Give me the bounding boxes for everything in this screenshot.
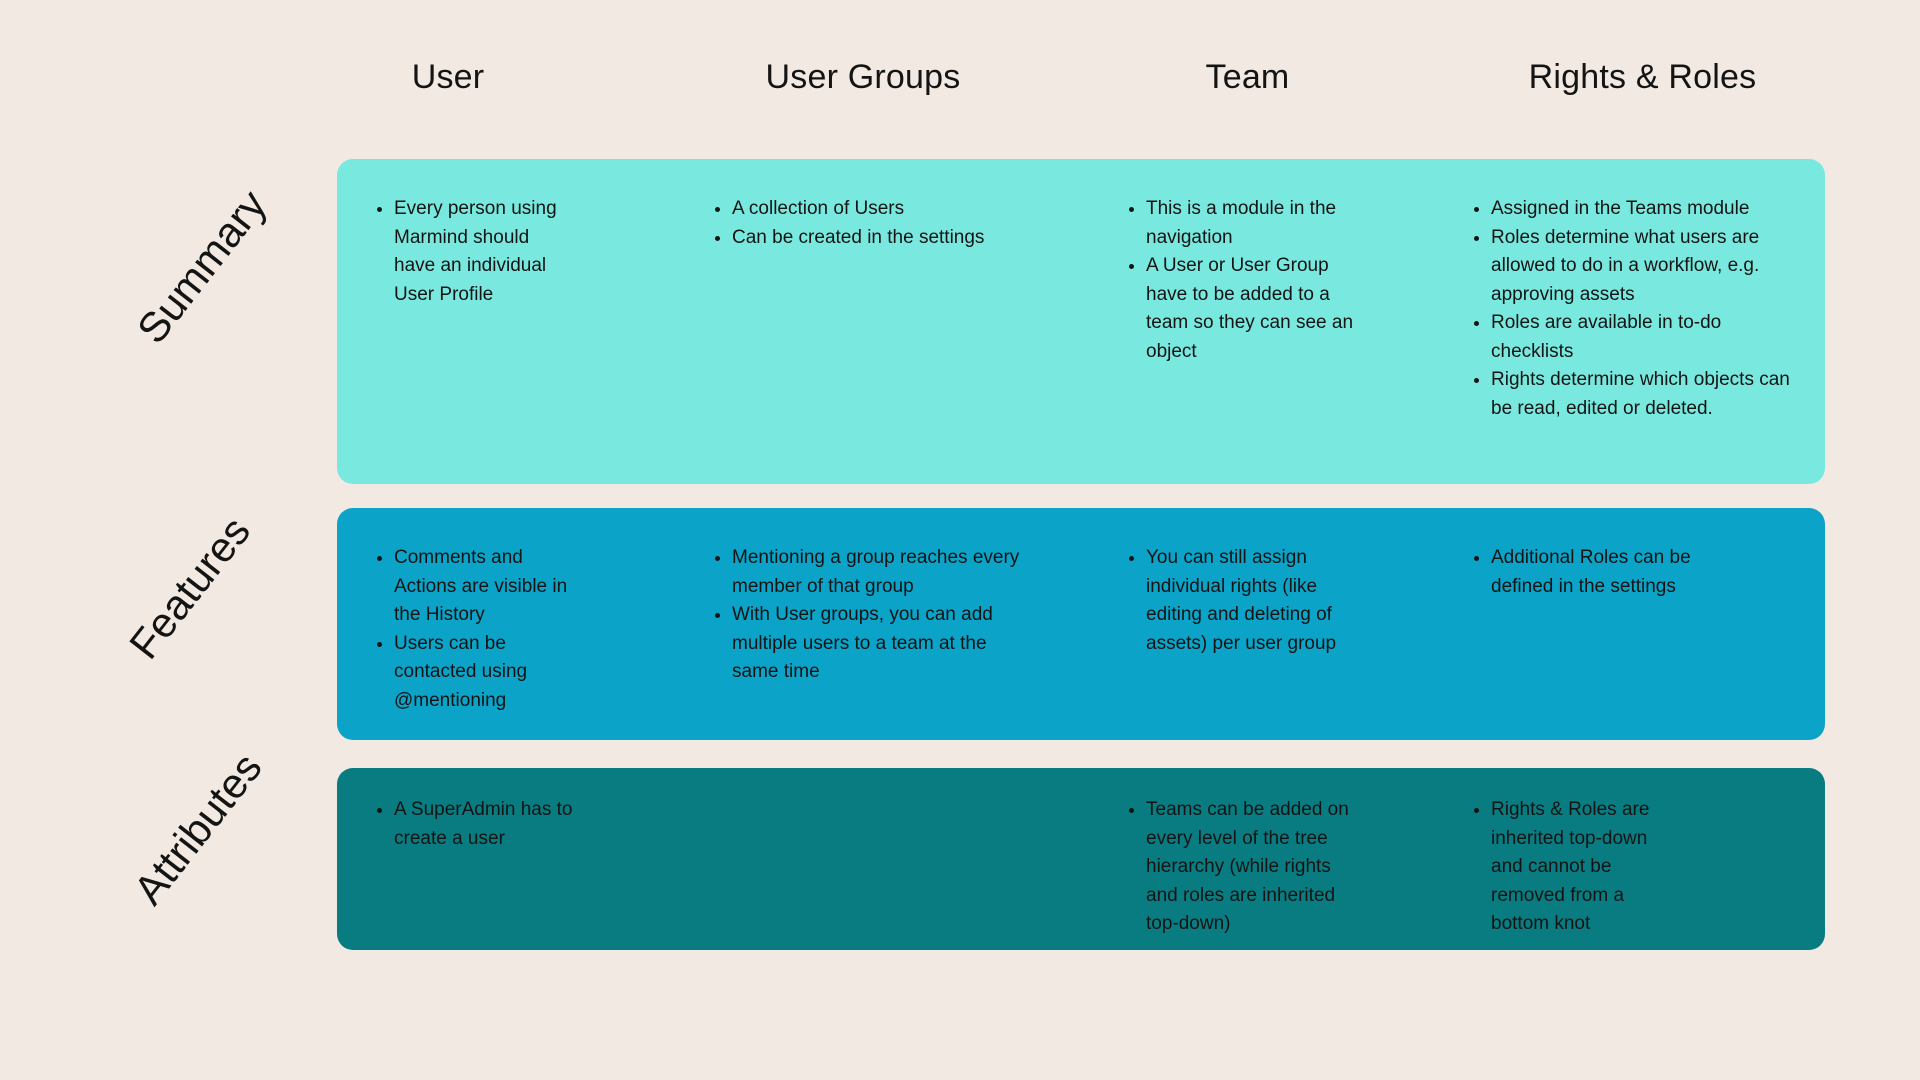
bullet-item: Users can be contacted using @mentioning <box>394 630 574 716</box>
bullet-item: Can be created in the settings <box>732 224 1022 253</box>
cell-attributes-rights-roles: Rights & Roles are inherited top-down an… <box>1434 768 1825 951</box>
cell-attributes-user-groups <box>675 768 1089 951</box>
bullet-item: With User groups, you can add multiple u… <box>732 601 1022 687</box>
bullet-list: You can still assign individual rights (… <box>1124 544 1420 658</box>
row-label-summary: Summary <box>127 181 276 352</box>
cell-summary-rights-roles: Assigned in the Teams module Roles deter… <box>1434 159 1825 484</box>
bullet-list: A collection of Users Can be created in … <box>710 195 1075 252</box>
bullet-item: Roles are available in to-do checklists <box>1491 309 1801 366</box>
attributes-row: A SuperAdmin has to create a user Teams … <box>337 768 1825 950</box>
column-header-user-groups: User Groups <box>765 58 961 96</box>
column-header-rights-roles: Rights & Roles <box>1528 58 1757 96</box>
bullet-item: Comments and Actions are visible in the … <box>394 544 574 630</box>
cell-features-team: You can still assign individual rights (… <box>1089 508 1434 740</box>
cell-features-user-groups: Mentioning a group reaches every member … <box>675 508 1089 740</box>
bullet-list: This is a module in the navigation A Use… <box>1124 195 1420 366</box>
bullet-item: This is a module in the navigation <box>1146 195 1361 252</box>
bullet-list: Mentioning a group reaches every member … <box>710 544 1075 687</box>
row-label-attributes: Attributes <box>124 744 271 914</box>
bullet-item: A User or User Group have to be added to… <box>1146 252 1361 366</box>
bullet-list: A SuperAdmin has to create a user <box>372 796 661 853</box>
bullet-item: A SuperAdmin has to create a user <box>394 796 574 853</box>
bullet-item: Rights determine which objects can be re… <box>1491 366 1801 423</box>
bullet-item: Mentioning a group reaches every member … <box>732 544 1022 601</box>
cell-summary-user: Every person using Marmind should have a… <box>337 159 675 484</box>
row-label-features: Features <box>120 507 260 668</box>
bullet-item: You can still assign individual rights (… <box>1146 544 1361 658</box>
summary-row: Every person using Marmind should have a… <box>337 159 1825 484</box>
bullet-item: Roles determine what users are allowed t… <box>1491 224 1801 310</box>
cell-attributes-user: A SuperAdmin has to create a user <box>337 768 675 951</box>
column-header-user: User <box>411 58 485 96</box>
bullet-list: Rights & Roles are inherited top-down an… <box>1469 796 1811 939</box>
bullet-list: Additional Roles can be defined in the s… <box>1469 544 1811 601</box>
cell-attributes-team: Teams can be added on every level of the… <box>1089 768 1434 951</box>
column-headers: User User Groups Team Rights & Roles <box>337 58 1825 97</box>
bullet-list: Teams can be added on every level of the… <box>1124 796 1420 939</box>
bullet-item: Teams can be added on every level of the… <box>1146 796 1361 939</box>
column-header-team: Team <box>1205 58 1290 96</box>
bullet-list: Every person using Marmind should have a… <box>372 195 661 309</box>
bullet-list: Assigned in the Teams module Roles deter… <box>1469 195 1811 423</box>
cell-summary-user-groups: A collection of Users Can be created in … <box>675 159 1089 484</box>
bullet-item: Every person using Marmind should have a… <box>394 195 574 309</box>
bullet-item: Assigned in the Teams module <box>1491 195 1801 224</box>
features-row: Comments and Actions are visible in the … <box>337 508 1825 740</box>
bullet-item: Rights & Roles are inherited top-down an… <box>1491 796 1676 939</box>
cell-features-rights-roles: Additional Roles can be defined in the s… <box>1434 508 1825 740</box>
bullet-item: A collection of Users <box>732 195 1022 224</box>
bullet-list: Comments and Actions are visible in the … <box>372 544 661 715</box>
bullet-item: Additional Roles can be defined in the s… <box>1491 544 1731 601</box>
cell-summary-team: This is a module in the navigation A Use… <box>1089 159 1434 484</box>
cell-features-user: Comments and Actions are visible in the … <box>337 508 675 740</box>
